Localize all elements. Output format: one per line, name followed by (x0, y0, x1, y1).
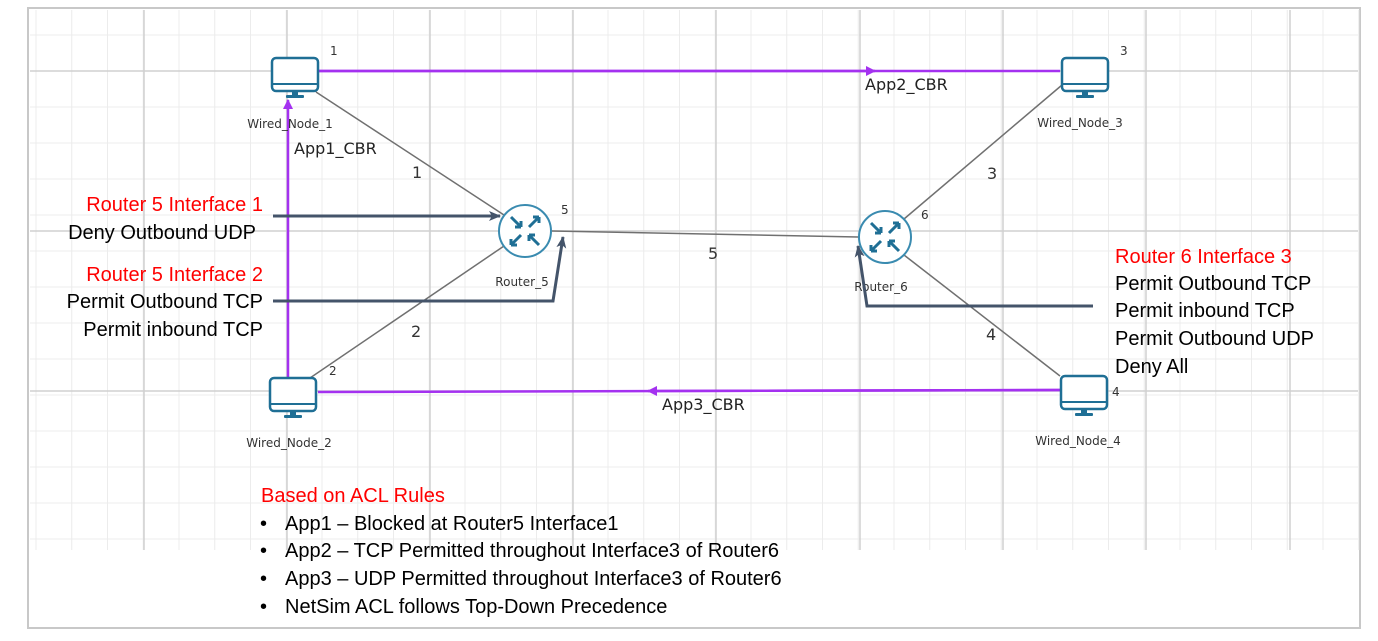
link-1 (315, 91, 505, 216)
r6i3-title: Router 6 Interface 3 (1115, 246, 1292, 268)
app3-label: App3_CBR (662, 395, 745, 415)
link-3 (903, 84, 1063, 220)
bullet: • (260, 596, 267, 618)
r6i3-rule: Permit inbound TCP (1115, 300, 1295, 322)
r5i1-title: Router 5 Interface 1 (86, 194, 263, 216)
link-2 (309, 245, 505, 379)
r5i2-title: Router 5 Interface 2 (86, 264, 263, 286)
app2-label: App2_CBR (865, 75, 948, 95)
router-icon (498, 204, 552, 258)
node-id: 2 (329, 364, 337, 378)
link-label-4: 4 (986, 325, 996, 344)
node-label: Wired_Node_3 (1037, 116, 1123, 130)
node-label: Router_5 (495, 275, 548, 289)
bullet: • (260, 540, 267, 562)
r5i2-rule: Permit inbound TCP (83, 319, 263, 341)
r6i3-rule: Permit Outbound UDP (1115, 328, 1314, 350)
link-label-3: 3 (987, 164, 997, 183)
node-label: Router_6 (854, 280, 907, 294)
link-label-2: 2 (411, 322, 421, 341)
node-id: 4 (1112, 385, 1120, 399)
computer-icon (270, 56, 320, 93)
node-id: 6 (921, 208, 929, 222)
summary-item: NetSim ACL follows Top-Down Precedence (285, 596, 667, 618)
router-icon (858, 210, 912, 264)
node-label: Wired_Node_4 (1035, 434, 1121, 448)
summary-item: App3 – UDP Permitted throughout Interfac… (285, 568, 782, 590)
bullet: • (260, 513, 267, 535)
r5i2-rule: Permit Outbound TCP (67, 291, 263, 313)
app1-label: App1_CBR (294, 139, 377, 159)
computer-icon (1060, 56, 1110, 93)
app-flows (283, 66, 1061, 396)
link-label-1: 1 (412, 163, 422, 182)
summary-title: Based on ACL Rules (261, 485, 445, 507)
node-label: Wired_Node_2 (246, 436, 332, 450)
links (309, 84, 1063, 379)
grid (30, 10, 1360, 550)
r6i3-rule: Deny All (1115, 356, 1188, 378)
bullet: • (260, 568, 267, 590)
node-id: 1 (330, 44, 338, 58)
computer-icon (1059, 374, 1109, 411)
summary-item: App1 – Blocked at Router5 Interface1 (285, 513, 619, 535)
summary-list: • App1 – Blocked at Router5 Interface1 •… (260, 513, 782, 618)
computer-icon (268, 376, 318, 413)
r5i1-rule: Deny Outbound UDP (68, 222, 256, 244)
link-label-5: 5 (708, 244, 718, 263)
summary-item: App2 – TCP Permitted throughout Interfac… (285, 540, 779, 562)
link-5 (551, 230, 859, 238)
node-label: Wired_Node_1 (247, 117, 333, 131)
link-4 (903, 254, 1061, 377)
node-id: 5 (561, 203, 569, 217)
annotation-arrows (273, 211, 1093, 308)
node-id: 3 (1120, 44, 1128, 58)
r6i3-rule: Permit Outbound TCP (1115, 273, 1311, 295)
